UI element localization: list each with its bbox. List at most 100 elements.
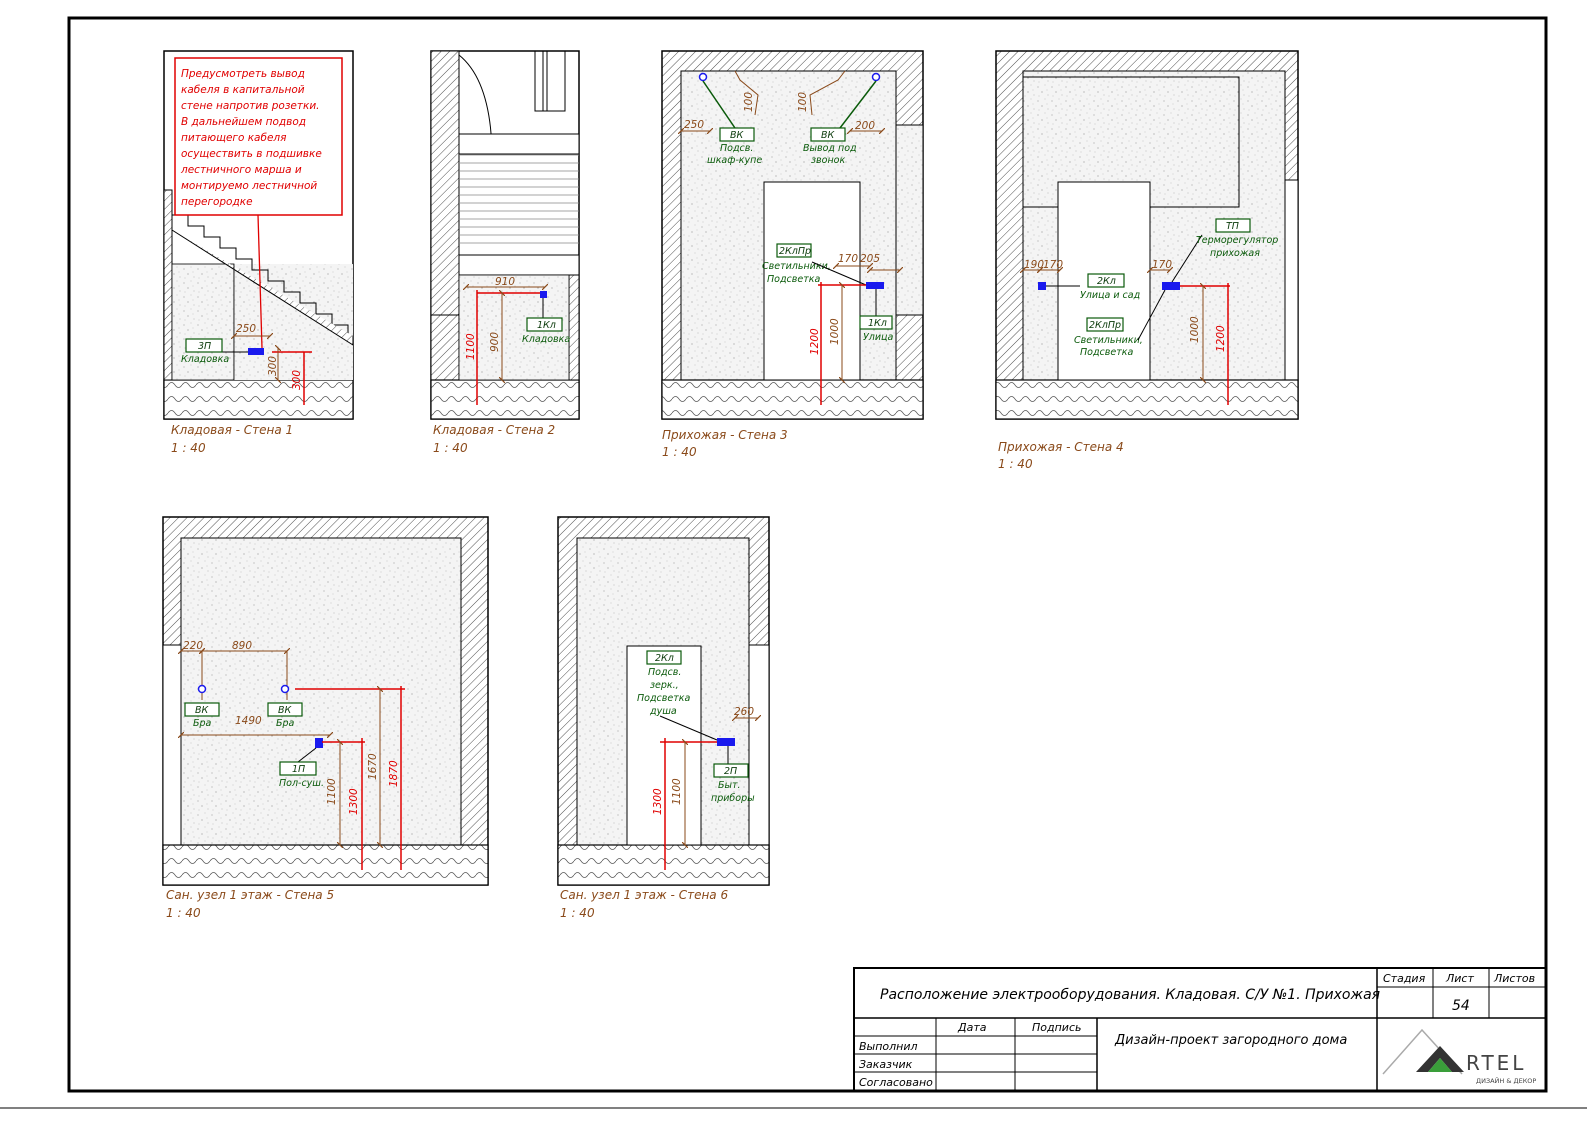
- wall6-label: душа: [649, 706, 677, 717]
- view-wall-2: 910 1100 900 1Кл Кладовка: [430, 50, 580, 420]
- view-caption: Сан. узел 1 этаж - Стена 5: [166, 888, 334, 902]
- wall2-code: 1Кл: [537, 320, 556, 331]
- dim-label: 1490: [235, 715, 262, 727]
- dim-label: 1000: [1189, 316, 1201, 343]
- dim-label: 1200: [1215, 325, 1227, 352]
- sconce-icon: [280, 684, 290, 694]
- wall1-note-line: В дальнейшем подвод: [181, 116, 306, 128]
- wall5-code1: ВК: [195, 705, 210, 716]
- sheet-frame: [67, 16, 1548, 1093]
- view-scale: 1 : 40: [166, 906, 201, 920]
- wall4-code2: 2КлПр: [1089, 320, 1121, 331]
- wall1-note-line: осуществить в подшивке: [181, 148, 322, 160]
- lamp-icon: [871, 72, 881, 82]
- dim-label: 220: [183, 640, 203, 652]
- view-wall-3: ВК Подсв. шкаф-купе 250 100 ВК Вывод под…: [661, 50, 924, 420]
- view-wall-6: 2Кл Подсв. зерк., Подсветка душа 260 130…: [557, 516, 770, 886]
- wall1-note-line: питающего кабеля: [181, 132, 286, 144]
- wall1-note-line: монтируемо лестничной: [181, 180, 317, 192]
- wall4-label: Терморегулятор: [1196, 235, 1278, 246]
- view-caption: Прихожая - Стена 3: [662, 428, 788, 442]
- wall3-label: Вывод под: [803, 143, 857, 154]
- wall1-code: 3П: [198, 341, 211, 352]
- dim-label: 1100: [326, 778, 338, 805]
- tb-stage-label: Стадия: [1383, 972, 1426, 985]
- wall3-label: шкаф-купе: [707, 155, 762, 166]
- dim-label: 300: [267, 356, 279, 376]
- dim-label: 1300: [652, 788, 664, 815]
- wall1-label: Кладовка: [181, 354, 229, 365]
- dim-label: 1300: [348, 788, 360, 815]
- view-scale: 1 : 40: [433, 441, 468, 455]
- dim-label: 100: [743, 92, 755, 112]
- wall3-code2: ВК: [821, 130, 836, 141]
- wall3-label: звонок: [811, 155, 845, 166]
- dim-label: 100: [797, 92, 809, 112]
- view-caption: Прихожая - Стена 4: [998, 440, 1124, 454]
- view-wall-4: 190 170 2Кл Улица и сад 2КлПр Светильник…: [995, 50, 1299, 420]
- dim-label: 170: [838, 253, 858, 265]
- tb-signature-label: Подпись: [1032, 1021, 1081, 1034]
- tb-sheets-label: Листов: [1493, 972, 1535, 985]
- title-block: [853, 967, 1547, 1092]
- view-scale: 1 : 40: [662, 445, 697, 459]
- wall5-label: Бра: [193, 718, 212, 729]
- wall6-code2: 2П: [724, 766, 737, 777]
- view-wall-5: 220 890 ВК Бра ВК Бра 1490 1П Пол-суш. 1…: [162, 516, 489, 886]
- outlet-icon: [540, 291, 547, 298]
- wall4-code1: 2Кл: [1097, 276, 1116, 287]
- wall6-label: Подсветка: [637, 693, 690, 704]
- wall6-code1: 2Кл: [655, 653, 674, 664]
- dim-label: 1000: [829, 318, 841, 345]
- wall5-code2: ВК: [278, 705, 293, 716]
- sconce-icon: [197, 684, 207, 694]
- switch-icon: [866, 282, 884, 289]
- dim-label: 1870: [388, 760, 400, 787]
- wall4-label: Улица и сад: [1080, 290, 1141, 301]
- wall5-label: Пол-суш.: [279, 778, 324, 789]
- outlet-icon: [248, 348, 264, 355]
- lamp-icon: [698, 72, 708, 82]
- project-name: Дизайн-проект загородного дома: [1114, 1033, 1347, 1048]
- wall1-note-line: перегородке: [181, 196, 253, 208]
- view-scale: 1 : 40: [998, 457, 1033, 471]
- dim-label: 200: [855, 120, 875, 132]
- wall2-label: Кладовка: [522, 334, 570, 345]
- wall3-code1: ВК: [730, 130, 745, 141]
- dim-label: 260: [734, 706, 754, 718]
- sheet-title: Расположение электрооборудования. Кладов…: [880, 987, 1380, 1003]
- tb-row-label: Выполнил: [859, 1040, 918, 1053]
- tb-sheet-number: 54: [1452, 998, 1470, 1014]
- wall1-note-box: [174, 57, 343, 216]
- view-scale: 1 : 40: [560, 906, 595, 920]
- logo-subtext: ДИЗАЙН & ДЕКОР: [1476, 1076, 1536, 1085]
- switch-icon: [717, 738, 735, 746]
- wall3-label: Подсв.: [720, 143, 753, 154]
- tb-row-label: Согласовано: [859, 1076, 933, 1089]
- wall4-code3: ТП: [1226, 221, 1239, 232]
- dim-label: 910: [495, 276, 515, 288]
- switch-icon: [1038, 282, 1046, 290]
- wall3-code3: 2КлПр: [779, 246, 811, 257]
- view-caption: Сан. узел 1 этаж - Стена 6: [560, 888, 728, 902]
- wall4-label: прихожая: [1210, 248, 1260, 259]
- dim-label: 890: [232, 640, 252, 652]
- dim-label: 1670: [367, 753, 379, 780]
- wall3-code4: 1Кл: [868, 318, 887, 329]
- dim-label: 190: [1024, 259, 1044, 271]
- dim-label: 170: [1043, 259, 1063, 271]
- dim-label: 170: [1152, 259, 1172, 271]
- wall1-note-line: стене напротив розетки.: [181, 100, 319, 112]
- wall1-note-line: Предусмотреть вывод: [181, 68, 305, 80]
- wall3-label: Светильники,: [762, 261, 831, 272]
- tb-date-label: Дата: [957, 1021, 987, 1034]
- wall1-note-line: лестничного марша и: [180, 164, 302, 176]
- wall5-label: Бра: [276, 718, 295, 729]
- outlet-icon: [315, 738, 323, 748]
- wall6-label: Быт.: [718, 780, 741, 791]
- dim-label: 1200: [809, 328, 821, 355]
- dim-label: 205: [860, 253, 880, 265]
- wall6-label: зерк.,: [650, 680, 679, 691]
- view-caption: Кладовая - Стена 1: [171, 423, 293, 437]
